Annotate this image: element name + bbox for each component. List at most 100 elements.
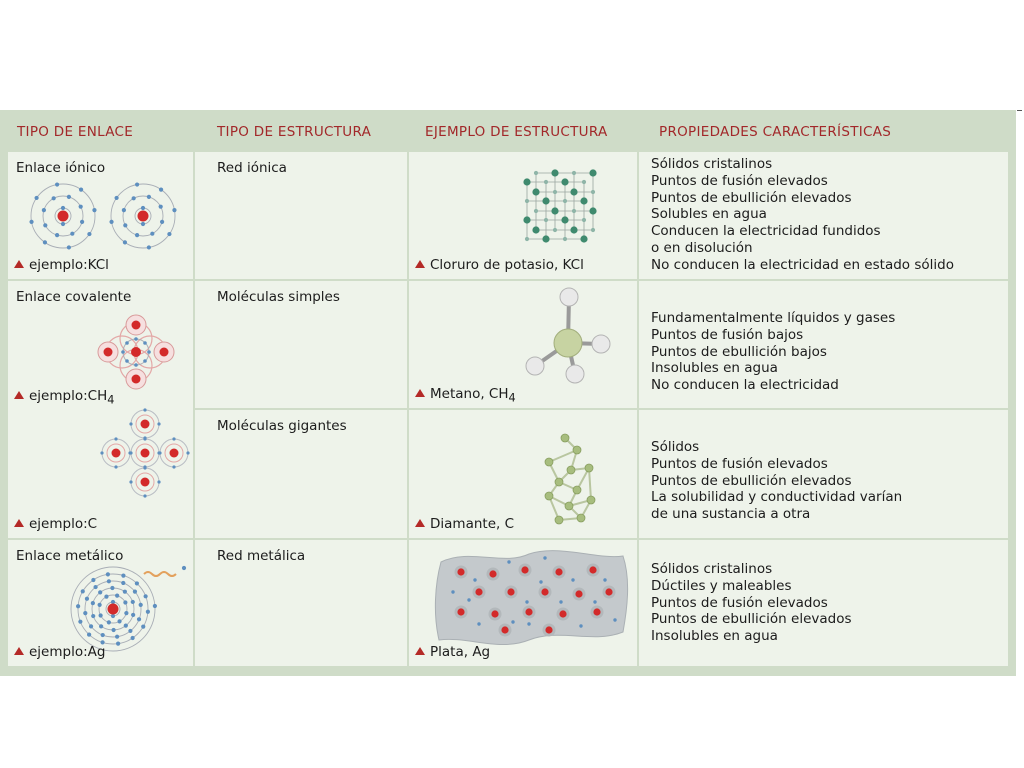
property-item: Conducen la electricidad fundidos: [651, 223, 881, 240]
free-electron: [525, 600, 529, 604]
electron: [172, 208, 177, 213]
nucleus: [137, 210, 149, 222]
electron: [78, 619, 83, 624]
electron: [123, 623, 128, 628]
carbon-dot-diagram: [100, 408, 190, 498]
free-electron: [181, 565, 187, 571]
edge-mark: [1017, 110, 1022, 111]
electron: [100, 640, 105, 645]
electron: [34, 195, 39, 201]
electron: [87, 231, 92, 237]
electron: [90, 600, 95, 606]
triangle-marker-icon: [415, 389, 425, 397]
free-electron: [451, 590, 455, 594]
diamond-example-cell: Diamante, C: [409, 410, 637, 538]
header-bond-type: TIPO DE ENLACE: [17, 124, 134, 140]
electron: [122, 589, 127, 594]
electron: [109, 219, 114, 224]
methane-example-cell: Metano, CH4: [409, 281, 637, 408]
bond-name: Enlace covalente: [16, 289, 132, 305]
chloride-ion: [580, 197, 588, 205]
ionic-example-cell: Cloruro de potasio, KCl: [409, 152, 637, 279]
potassium-ion: [543, 179, 549, 185]
electron: [129, 480, 133, 484]
electron: [143, 408, 147, 412]
bond-example-text: ejemplo:CH: [29, 388, 108, 404]
electron: [125, 359, 129, 363]
potassium-ion: [590, 189, 596, 195]
free-electron: [593, 600, 597, 604]
electron-sea: [434, 550, 629, 646]
silver-example-cell: Plata, Ag: [409, 540, 637, 666]
electron: [146, 245, 151, 250]
silver-ion: [575, 590, 583, 598]
bond-name: Enlace iónico: [16, 160, 106, 176]
free-electron: [511, 620, 515, 624]
carbon-nucleus: [140, 448, 150, 458]
carbon-atom: [584, 463, 594, 473]
inner-shell: [164, 443, 184, 463]
potassium-ion: [562, 198, 568, 204]
electron: [91, 613, 96, 619]
electron-shell: [122, 195, 164, 237]
potassium-ion: [571, 208, 577, 214]
silver-ion: [589, 566, 597, 574]
silver-ion: [475, 588, 483, 596]
carbon-atom: [564, 501, 574, 511]
example-caption-text: Plata, Ag: [430, 644, 491, 660]
electron: [160, 219, 165, 225]
electron: [122, 240, 128, 245]
electron: [121, 350, 125, 354]
electron: [43, 223, 48, 228]
free-electron: [543, 556, 547, 560]
carbon-atom: [544, 457, 554, 467]
bond-example-label: ejemplo:KCl: [14, 257, 109, 273]
example-caption-text: Diamante, C: [430, 516, 515, 532]
silver-ion: [605, 588, 613, 596]
electron: [78, 187, 84, 192]
emitted-electron-wave: [143, 571, 177, 577]
electron: [186, 451, 190, 455]
inner-shell: [106, 443, 126, 463]
electron: [121, 573, 126, 578]
free-electron: [467, 598, 471, 602]
electron: [91, 577, 96, 583]
free-electron: [473, 578, 477, 582]
property-item: Insolubles en agua: [651, 628, 778, 645]
potassium-ion: [524, 198, 530, 204]
electron: [134, 581, 139, 586]
potassium-ion: [562, 236, 568, 242]
free-electron: [603, 578, 607, 582]
ionic-bond-diagram: [29, 182, 177, 250]
electron: [55, 182, 60, 187]
electron: [140, 205, 146, 211]
hydrogen-atom: [559, 287, 579, 307]
chloride-ion: [532, 226, 540, 234]
property-item: Dúctiles y maleables: [651, 577, 792, 594]
chloride-ion: [570, 188, 578, 196]
electron: [114, 465, 118, 469]
electron: [143, 465, 147, 469]
property-item: Sólidos: [651, 439, 700, 455]
electron: [84, 596, 90, 601]
inner-shell: [135, 472, 155, 492]
c-c-bond: [548, 449, 578, 463]
potassium-ion: [581, 217, 587, 223]
hydrogen-nucleus: [131, 320, 141, 330]
electron-shell: [84, 580, 142, 638]
example-caption: Diamante, C: [415, 516, 514, 532]
property-item: Sólidos cristalinos: [651, 156, 773, 172]
electron: [60, 221, 66, 227]
electron: [66, 245, 71, 250]
electron: [66, 194, 72, 199]
triangle-marker-icon: [14, 391, 24, 399]
electron: [147, 350, 151, 354]
bond-example-text: ejemplo:KCl: [29, 257, 109, 273]
carbon-nucleus: [169, 448, 179, 458]
property-item: La solubilidad y conductividad varían: [651, 489, 903, 506]
potassium-ion: [552, 227, 558, 233]
electron-shell: [30, 183, 96, 249]
free-electron: [571, 578, 575, 582]
